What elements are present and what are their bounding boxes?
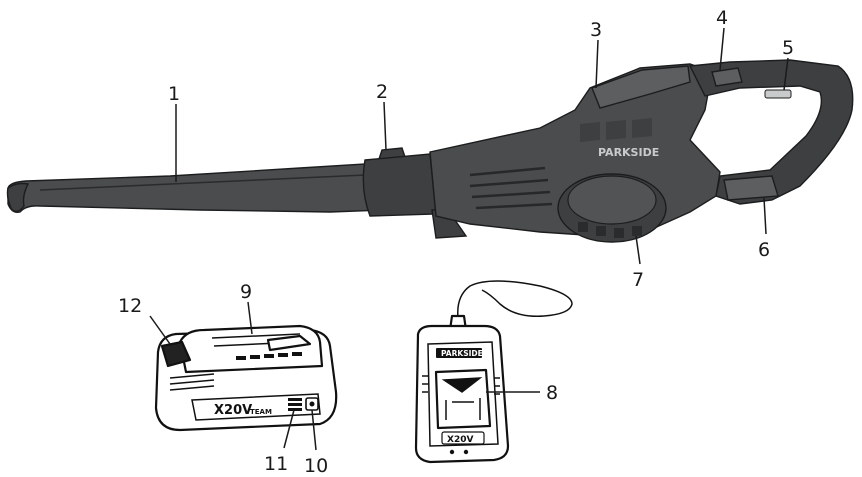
battery-team-text: TEAM [250, 408, 272, 416]
battery-rail [211, 333, 301, 339]
leader-7 [635, 235, 641, 265]
battery-terminal-slots [236, 352, 302, 360]
charger: PARKSIDE X20V [414, 280, 573, 464]
battery-grip-ribs [169, 373, 215, 391]
battery-series-text: X20V [214, 403, 252, 418]
leader-2 [383, 101, 387, 151]
leader-3 [595, 39, 599, 89]
speed-selector-plate [764, 89, 792, 99]
leader-9 [247, 301, 253, 335]
charger-cable [457, 280, 573, 319]
housing-vents [469, 166, 553, 210]
charger-brand-logo: PARKSIDE [441, 349, 483, 358]
callout-2: 2 [376, 81, 388, 103]
callout-1: 1 [168, 83, 180, 105]
leader-5 [783, 57, 789, 91]
callout-7: 7 [632, 269, 644, 291]
charger-contact-rail [445, 398, 481, 420]
top-vents [580, 118, 652, 142]
callout-10: 10 [304, 455, 328, 477]
blower-brand-logo: PARKSIDE [598, 146, 659, 159]
callout-numbers: 1 2 3 4 5 6 7 8 9 10 11 12 [118, 7, 794, 477]
leader-lines [149, 27, 789, 451]
charger-inner-frame [427, 341, 499, 447]
callout-4: 4 [716, 7, 728, 29]
leader-12 [149, 315, 171, 345]
tube-coupling [362, 153, 437, 217]
charge-level-indicator [288, 398, 302, 411]
nozzle-tip [6, 182, 30, 213]
battery-receptacle [591, 65, 691, 109]
leader-6 [763, 197, 767, 235]
charger-slot-arrow [441, 377, 483, 393]
leader-4 [719, 27, 725, 71]
battery-release-button [160, 340, 192, 368]
battery-series-badge: X20V TEAM [214, 403, 272, 418]
battery-top-plate [178, 324, 324, 374]
charger-led-red [449, 449, 455, 455]
battery-front-panel [191, 393, 321, 421]
leaf-blower: PARKSIDE [6, 59, 854, 243]
air-intake-slots [578, 222, 642, 238]
callout-5: 5 [782, 37, 794, 59]
on-off-switch [711, 67, 743, 87]
air-intake-ring [567, 175, 657, 225]
battery-latch [266, 334, 312, 352]
charger-side-marks [422, 375, 500, 395]
charger-led-green [463, 449, 469, 455]
callout-6: 6 [758, 239, 770, 261]
charger-series-badge [441, 431, 485, 445]
battery-pack: X20V TEAM [154, 324, 338, 432]
callout-3: 3 [590, 19, 602, 41]
lower-grip [723, 175, 779, 201]
callout-12: 12 [118, 295, 142, 317]
callout-9: 9 [240, 281, 252, 303]
charger-brand-strip [436, 348, 482, 358]
handle [688, 59, 854, 205]
charge-check-button-dot [309, 401, 315, 407]
charger-series-text: X20V [447, 435, 473, 445]
leader-10 [311, 409, 317, 451]
callout-8: 8 [546, 382, 558, 404]
leader-11 [283, 409, 295, 449]
callout-11: 11 [264, 453, 288, 475]
